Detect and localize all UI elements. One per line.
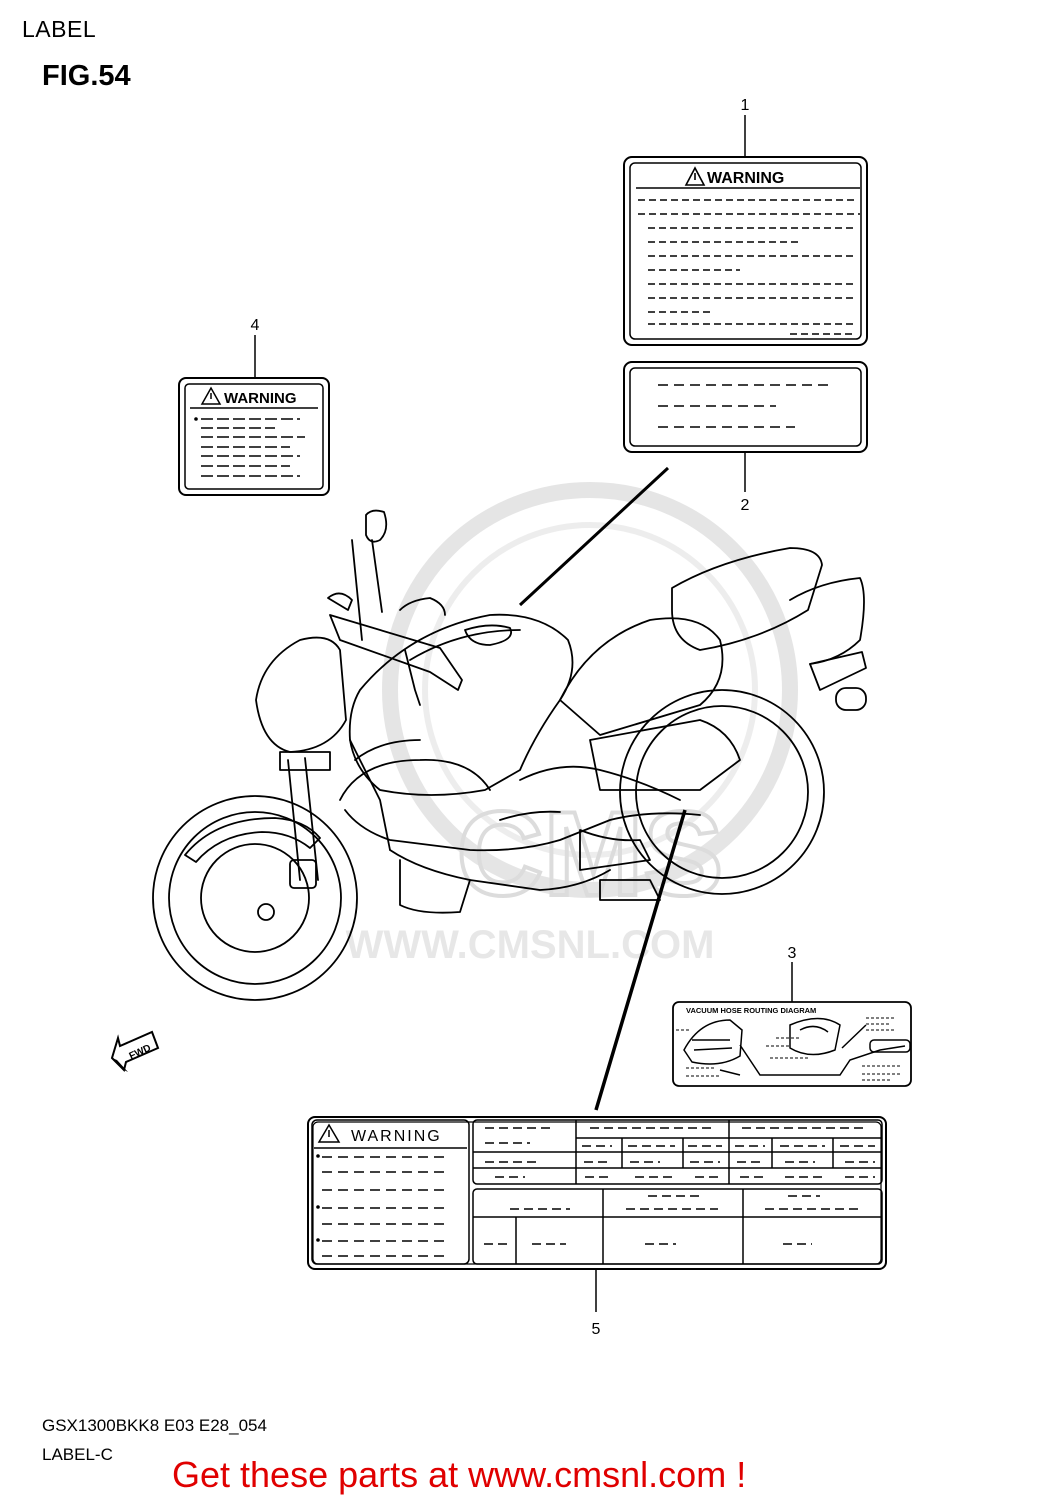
- front-wheel: [152, 795, 358, 1001]
- fwd-arrow-icon: FWD: [110, 1030, 160, 1072]
- vacuum-diagram-title: VACUUM HOSE ROUTING DIAGRAM: [686, 1006, 816, 1015]
- tire-pressure-table: [472, 1119, 883, 1185]
- text-lines: [322, 1156, 445, 1257]
- warning-triangle-icon: [200, 386, 222, 405]
- callout-5: 5: [592, 1321, 601, 1338]
- rear-wheel: [619, 689, 825, 895]
- watermark: CMS WWW.CMSNL.COM: [346, 482, 798, 967]
- figure-title: FIG.54: [42, 60, 131, 92]
- callout-2: 2: [741, 497, 750, 514]
- text-lines: [676, 1017, 900, 1081]
- callout-4: 4: [251, 317, 260, 334]
- load-table: [472, 1188, 883, 1265]
- label-5-warning[interactable]: WARNING: [307, 1116, 887, 1338]
- callout-3: 3: [788, 945, 797, 962]
- warning-title: WARNING: [707, 170, 784, 187]
- label-4-warning[interactable]: 4 WARNING: [178, 317, 330, 496]
- headlight: [255, 636, 347, 753]
- seat: [559, 617, 724, 736]
- promo-banner-link[interactable]: Get these parts at www.cmsnl.com !: [172, 1454, 747, 1495]
- callout-1: 1: [741, 97, 750, 114]
- hose-diagram-icon: [683, 1017, 911, 1076]
- text-lines: [201, 418, 305, 477]
- diagram-name: LABEL-C: [42, 1445, 113, 1464]
- leader-line-5: [594, 809, 687, 1111]
- motorcycle-drawing: [152, 509, 867, 1001]
- table-text-lines: [485, 1127, 875, 1178]
- warning-triangle-icon: [684, 166, 706, 186]
- label-2[interactable]: 2: [623, 361, 868, 514]
- watermark-url: WWW.CMSNL.COM: [346, 923, 715, 967]
- section-title: LABEL: [22, 16, 97, 42]
- watermark-logo: CMS: [457, 787, 724, 921]
- label-1-warning[interactable]: WARNING 1: [623, 97, 868, 346]
- label-3-vacuum-diagram[interactable]: 3 VACUUM HOSE ROUTING DIAGRAM: [672, 945, 912, 1087]
- leader-line-2: [518, 466, 670, 607]
- model-code: GSX1300BKK8 E03 E28_054: [42, 1416, 267, 1435]
- warning-title: WARNING: [224, 390, 297, 407]
- warning-triangle-icon: [317, 1123, 341, 1143]
- warning-title: WARNING: [351, 1128, 442, 1145]
- text-lines: [658, 384, 830, 428]
- footpeg-bracket: [579, 829, 651, 871]
- load-text-lines: [484, 1195, 860, 1245]
- text-lines: [638, 199, 860, 335]
